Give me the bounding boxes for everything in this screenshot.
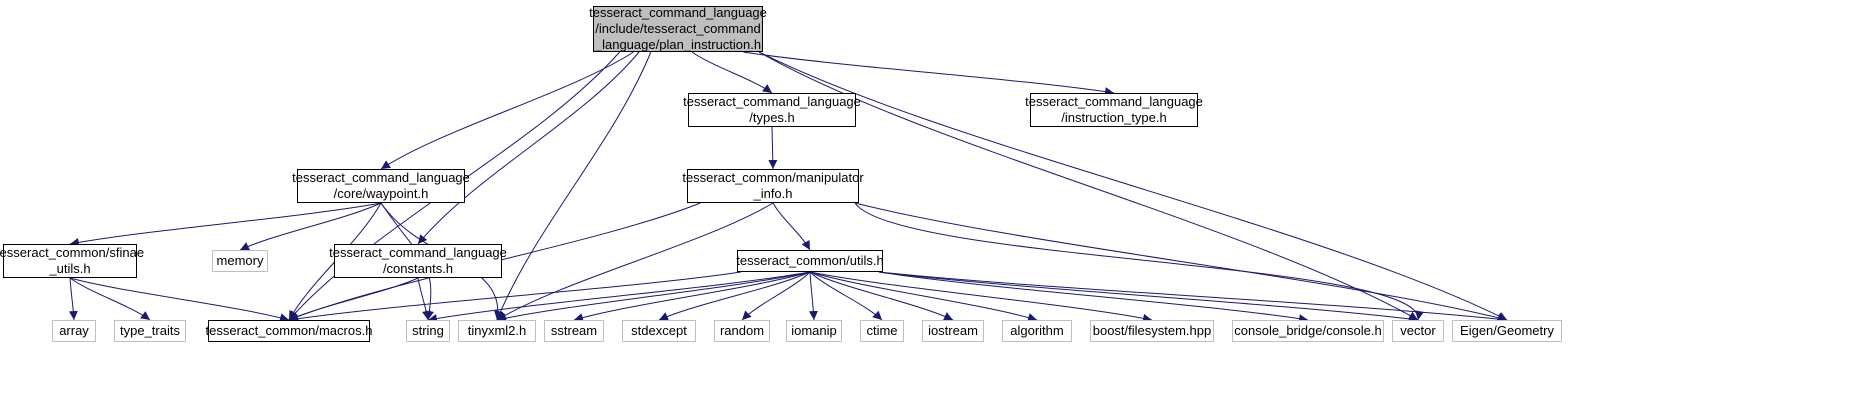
edge-sfinae-to-macros	[69, 277, 290, 323]
node-sfinae[interactable]: tesseract_common/sfinae_utils.h	[0, 244, 144, 278]
node-instruction-type[interactable]: tesseract_command_language/instruction_t…	[1025, 93, 1203, 127]
node-label-line: memory	[216, 253, 264, 268]
node-label-line: _language/plan_instruction.h	[594, 37, 762, 52]
edge-plan-instruction-to-eigen	[758, 51, 1508, 321]
edge-plan-instruction-to-instruction-type	[743, 51, 1115, 97]
node-label-line: boost/filesystem.hpp	[1092, 323, 1212, 338]
node-waypoint[interactable]: tesseract_command_language/core/waypoint…	[292, 169, 470, 203]
edge-constants-to-string	[417, 277, 431, 321]
node-label-line: tesseract_command_language	[1025, 94, 1203, 109]
node-console: console_bridge/console.h	[1232, 320, 1384, 342]
node-label-line: tesseract_command_language	[683, 94, 861, 109]
node-sstream: sstream	[544, 320, 604, 342]
node-label-line: /constants.h	[382, 261, 454, 276]
node-label-line: ctime	[866, 323, 898, 338]
edge-utils-to-tinyxml2	[496, 271, 811, 323]
node-label-line: tesseract_common/manipulator	[682, 170, 864, 185]
node-label-line: stdexcept	[631, 323, 687, 338]
edge-utils-to-console	[878, 271, 1309, 324]
node-types[interactable]: tesseract_command_language/types.h	[683, 93, 861, 127]
edge-plan-instruction-to-tinyxml2	[496, 51, 652, 321]
node-iostream: iostream	[922, 320, 984, 342]
node-label-line: random	[719, 323, 765, 338]
node-manipulator-info[interactable]: tesseract_common/manipulator_info.h	[682, 169, 864, 203]
edge-utils-to-macros	[288, 271, 742, 324]
edge-manipulator-info-to-eigen	[854, 202, 1508, 323]
node-label-line: tesseract_command_language	[292, 170, 470, 185]
node-label-line: /instruction_type.h	[1061, 110, 1167, 125]
node-label-line: iostream	[928, 323, 978, 338]
node-array: array	[52, 320, 96, 342]
node-label-line: tesseract_common/sfinae	[0, 245, 145, 260]
edge-plan-instruction-to-constants	[417, 51, 640, 245]
node-algorithm: algorithm	[1002, 320, 1072, 342]
node-boost-fs: boost/filesystem.hpp	[1090, 320, 1214, 342]
node-string: string	[406, 320, 450, 342]
edge-sfinae-to-array	[68, 277, 78, 321]
node-label-line: /include/tesseract_command	[595, 21, 761, 36]
node-label-line: tesseract_command_language	[329, 245, 507, 260]
node-label-line: /core/waypoint.h	[333, 186, 429, 201]
node-label-line: console_bridge/console.h	[1234, 323, 1382, 338]
edge-utils-to-algorithm	[809, 271, 1038, 322]
node-label-line: algorithm	[1010, 323, 1064, 338]
node-label-line: tinyxml2.h	[467, 323, 527, 338]
node-label-line: type_traits	[120, 323, 180, 338]
edge-utils-to-stdexcept	[658, 271, 811, 321]
node-memory: memory	[212, 250, 268, 272]
node-ctime: ctime	[860, 320, 904, 342]
node-label-line: iomanip	[791, 323, 837, 338]
node-constants[interactable]: tesseract_command_language/constants.h	[329, 244, 507, 278]
edge-utils-to-sstream	[573, 271, 811, 322]
node-eigen: Eigen/Geometry	[1452, 320, 1562, 342]
edge-manipulator-info-to-tinyxml2	[496, 202, 774, 321]
node-label-line: _utils.h	[49, 261, 91, 276]
node-label-line: tesseract_common/macros.h	[205, 323, 373, 338]
node-label-line: array	[59, 323, 89, 338]
node-utils[interactable]: tesseract_common/utils.h	[736, 250, 884, 272]
edge-types-to-manipulator-info	[768, 126, 778, 170]
edge-utils-to-ctime	[809, 271, 883, 321]
node-label-line: tesseract_command_language	[589, 5, 767, 20]
node-label-line: _info.h	[753, 186, 793, 201]
node-plan-instruction: tesseract_command_language/include/tesse…	[589, 5, 767, 52]
edge-utils-to-iomanip	[808, 271, 818, 321]
node-macros[interactable]: tesseract_common/macros.h	[205, 320, 373, 342]
edge-plan-instruction-to-waypoint	[380, 51, 634, 170]
node-label-line: string	[412, 323, 444, 338]
edge-manipulator-info-to-vector	[854, 202, 1424, 321]
edge-plan-instruction-to-types	[691, 51, 773, 94]
edge-utils-to-iostream	[809, 271, 954, 321]
edge-sfinae-to-type-traits	[69, 277, 151, 321]
edge-waypoint-to-sfinae	[69, 202, 382, 247]
node-label-line: Eigen/Geometry	[1460, 323, 1554, 338]
edge-utils-to-random	[741, 271, 811, 321]
node-stdexcept: stdexcept	[622, 320, 696, 342]
edge-waypoint-to-memory	[239, 202, 382, 251]
edge-utils-to-eigen	[878, 271, 1508, 324]
node-label-line: /types.h	[749, 110, 795, 125]
node-label-line: sstream	[550, 323, 598, 338]
edge-constants-to-macros	[288, 277, 419, 321]
node-random: random	[714, 320, 770, 342]
edge-utils-to-boost-fs	[809, 271, 1153, 323]
edge-plan-instruction-to-vector	[758, 51, 1419, 321]
node-vector: vector	[1392, 320, 1444, 342]
edge-manipulator-info-to-utils	[772, 202, 811, 251]
node-label-line: tesseract_common/utils.h	[736, 253, 884, 268]
node-tinyxml2: tinyxml2.h	[458, 320, 536, 342]
node-type-traits: type_traits	[114, 320, 186, 342]
node-iomanip: iomanip	[786, 320, 842, 342]
node-label-line: vector	[1400, 323, 1436, 338]
edge-utils-to-vector	[878, 271, 1419, 324]
edge-utils-to-string	[427, 271, 811, 323]
